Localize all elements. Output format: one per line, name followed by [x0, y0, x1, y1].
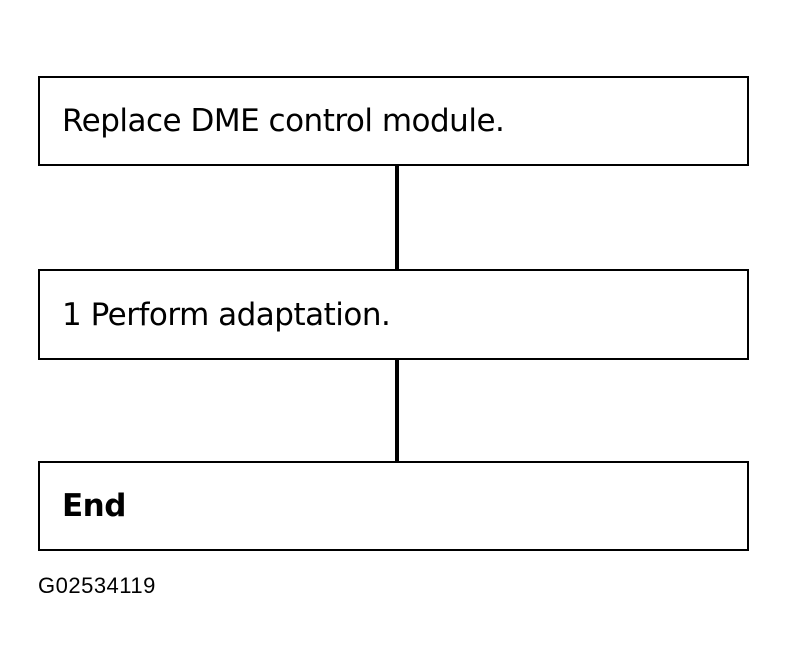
- connector-line-2: [395, 360, 399, 461]
- step-perform-adaptation-box: 1 Perform adaptation.: [38, 269, 749, 360]
- step-perform-adaptation-label: 1 Perform adaptation.: [62, 296, 391, 333]
- step-end-box: End: [38, 461, 749, 551]
- step-replace-dme-box: Replace DME control module.: [38, 76, 749, 166]
- step-end-label: End: [62, 488, 126, 524]
- step-replace-dme-label: Replace DME control module.: [62, 103, 505, 139]
- connector-line-1: [395, 166, 399, 269]
- figure-id-caption: G02534119: [38, 573, 156, 598]
